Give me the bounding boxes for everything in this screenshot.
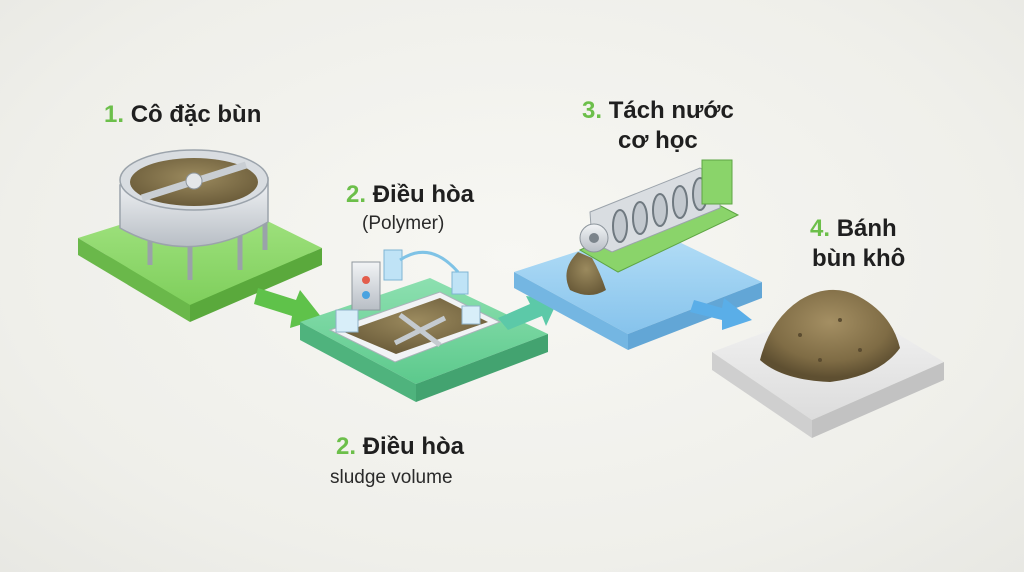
step3-label-line1: 3. Tách nước	[582, 96, 734, 126]
step2-number: 2.	[346, 181, 367, 208]
step1-title: Cô đặc bùn	[130, 101, 262, 128]
step3-number: 3.	[582, 97, 603, 124]
step1-label: 1. Cô đặc bùn	[104, 100, 261, 130]
screw-press-icon	[566, 159, 740, 295]
step1-number: 1.	[104, 101, 125, 128]
bottom-label: 2. Điều hòa	[336, 432, 464, 462]
step4-title-line2: bùn khô	[812, 245, 906, 272]
step4-title-line1: Bánh	[836, 215, 897, 242]
polymer-mixing-tank-icon	[328, 249, 502, 363]
bottom-label-number: 2.	[336, 433, 357, 460]
arrow-step3-to-step4	[690, 298, 752, 330]
step2-subtitle: (Polymer)	[362, 213, 445, 234]
bottom-label-subtitle: sludge volume	[330, 467, 453, 488]
thickener-tank-icon	[119, 149, 269, 280]
step3-title-line1: Tách nước	[608, 97, 734, 124]
step2-label: 2. Điều hòa	[346, 180, 474, 210]
step4-label-line1: 4. Bánh	[810, 214, 897, 244]
step3-title-line2: cơ học	[618, 127, 698, 154]
bottom-label-title: Điều hòa	[362, 433, 465, 460]
step4-number: 4.	[810, 215, 831, 242]
arrow-step2-to-step3	[498, 296, 558, 330]
arrow-step1-to-step2	[254, 288, 322, 328]
step2-title: Điều hòa	[372, 181, 475, 208]
dry-sludge-cake-icon	[760, 289, 900, 382]
